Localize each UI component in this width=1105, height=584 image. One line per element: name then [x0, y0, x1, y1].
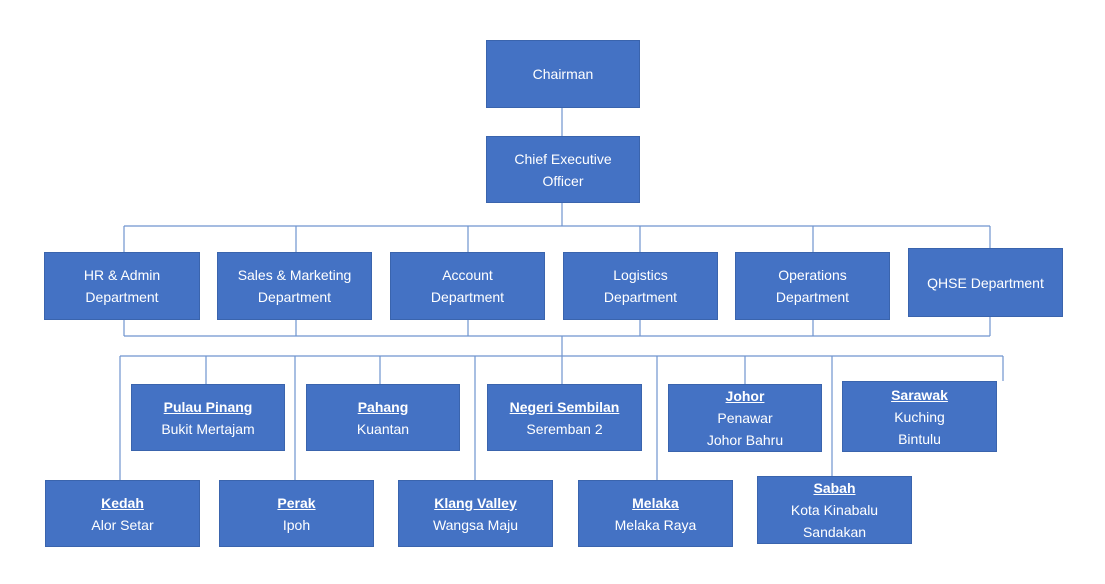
- branch-klang-valley: Klang Valley Wangsa Maju: [398, 480, 553, 547]
- ceo-label-line1: Chief Executive: [514, 150, 612, 167]
- branch-region: Kedah: [101, 494, 144, 511]
- branch-city: Seremban 2: [526, 420, 603, 437]
- department-logistics: Logistics Department: [563, 252, 718, 320]
- branch-region: Johor: [725, 388, 765, 404]
- branch-melaka: Melaka Melaka Raya: [578, 480, 733, 547]
- department-label: QHSE Department: [927, 274, 1044, 291]
- department-label: Department: [257, 289, 332, 305]
- department-label: Department: [603, 289, 678, 305]
- branch-city: Bintulu: [898, 430, 941, 447]
- ceo-label-line2: Officer: [542, 172, 584, 189]
- branch-pahang: Pahang Kuantan: [306, 384, 460, 451]
- department-label: Logistics: [613, 267, 668, 283]
- department-label: Sales & Marketing: [237, 267, 352, 283]
- branch-sarawak: Sarawak Kuching Bintulu: [842, 381, 997, 452]
- branch-city: Alor Setar: [91, 516, 154, 533]
- branch-city: Bukit Mertajam: [161, 420, 255, 437]
- branch-johor: Johor Penawar Johor Bahru: [668, 384, 822, 452]
- branch-city: Penawar: [717, 410, 773, 426]
- branch-city: Kota Kinabalu: [790, 502, 879, 518]
- branch-city: Sandakan: [802, 524, 867, 540]
- department-account: Account Department: [390, 252, 545, 320]
- department-label: HR & Admin: [83, 267, 161, 283]
- chairman-box: Chairman: [486, 40, 640, 108]
- branch-city: Johor Bahru: [706, 432, 784, 448]
- branch-region: Klang Valley: [434, 494, 517, 511]
- ceo-box: Chief Executive Officer: [486, 136, 640, 203]
- branch-region: Sabah: [813, 480, 856, 496]
- department-label: Operations: [778, 267, 847, 283]
- branch-city: Melaka Raya: [614, 516, 697, 533]
- branch-region: Melaka: [632, 494, 679, 511]
- department-label: Account: [442, 267, 493, 283]
- branch-city: Kuantan: [356, 420, 410, 437]
- department-qhse: QHSE Department: [908, 248, 1063, 317]
- department-hr-admin: HR & Admin Department: [44, 252, 200, 320]
- branch-region: Negeri Sembilan: [509, 398, 620, 415]
- department-label: Department: [85, 289, 159, 305]
- branch-region: Perak: [277, 494, 316, 511]
- branch-region: Pahang: [357, 398, 409, 415]
- branch-perak: Perak Ipoh: [219, 480, 374, 547]
- department-sales-marketing: Sales & Marketing Department: [217, 252, 372, 320]
- chairman-label: Chairman: [532, 66, 594, 82]
- branch-region: Sarawak: [891, 386, 948, 403]
- branch-negeri-sembilan: Negeri Sembilan Seremban 2: [487, 384, 642, 451]
- branch-sabah: Sabah Kota Kinabalu Sandakan: [757, 476, 912, 544]
- department-label: Department: [430, 289, 505, 305]
- branch-city: Wangsa Maju: [432, 516, 519, 533]
- department-operations: Operations Department: [735, 252, 890, 320]
- branch-city: Kuching: [894, 408, 945, 425]
- branch-pulau-pinang: Pulau Pinang Bukit Mertajam: [131, 384, 285, 451]
- branch-region: Pulau Pinang: [163, 398, 253, 415]
- department-label: Department: [775, 289, 850, 305]
- branch-kedah: Kedah Alor Setar: [45, 480, 200, 547]
- branch-city: Ipoh: [282, 516, 311, 533]
